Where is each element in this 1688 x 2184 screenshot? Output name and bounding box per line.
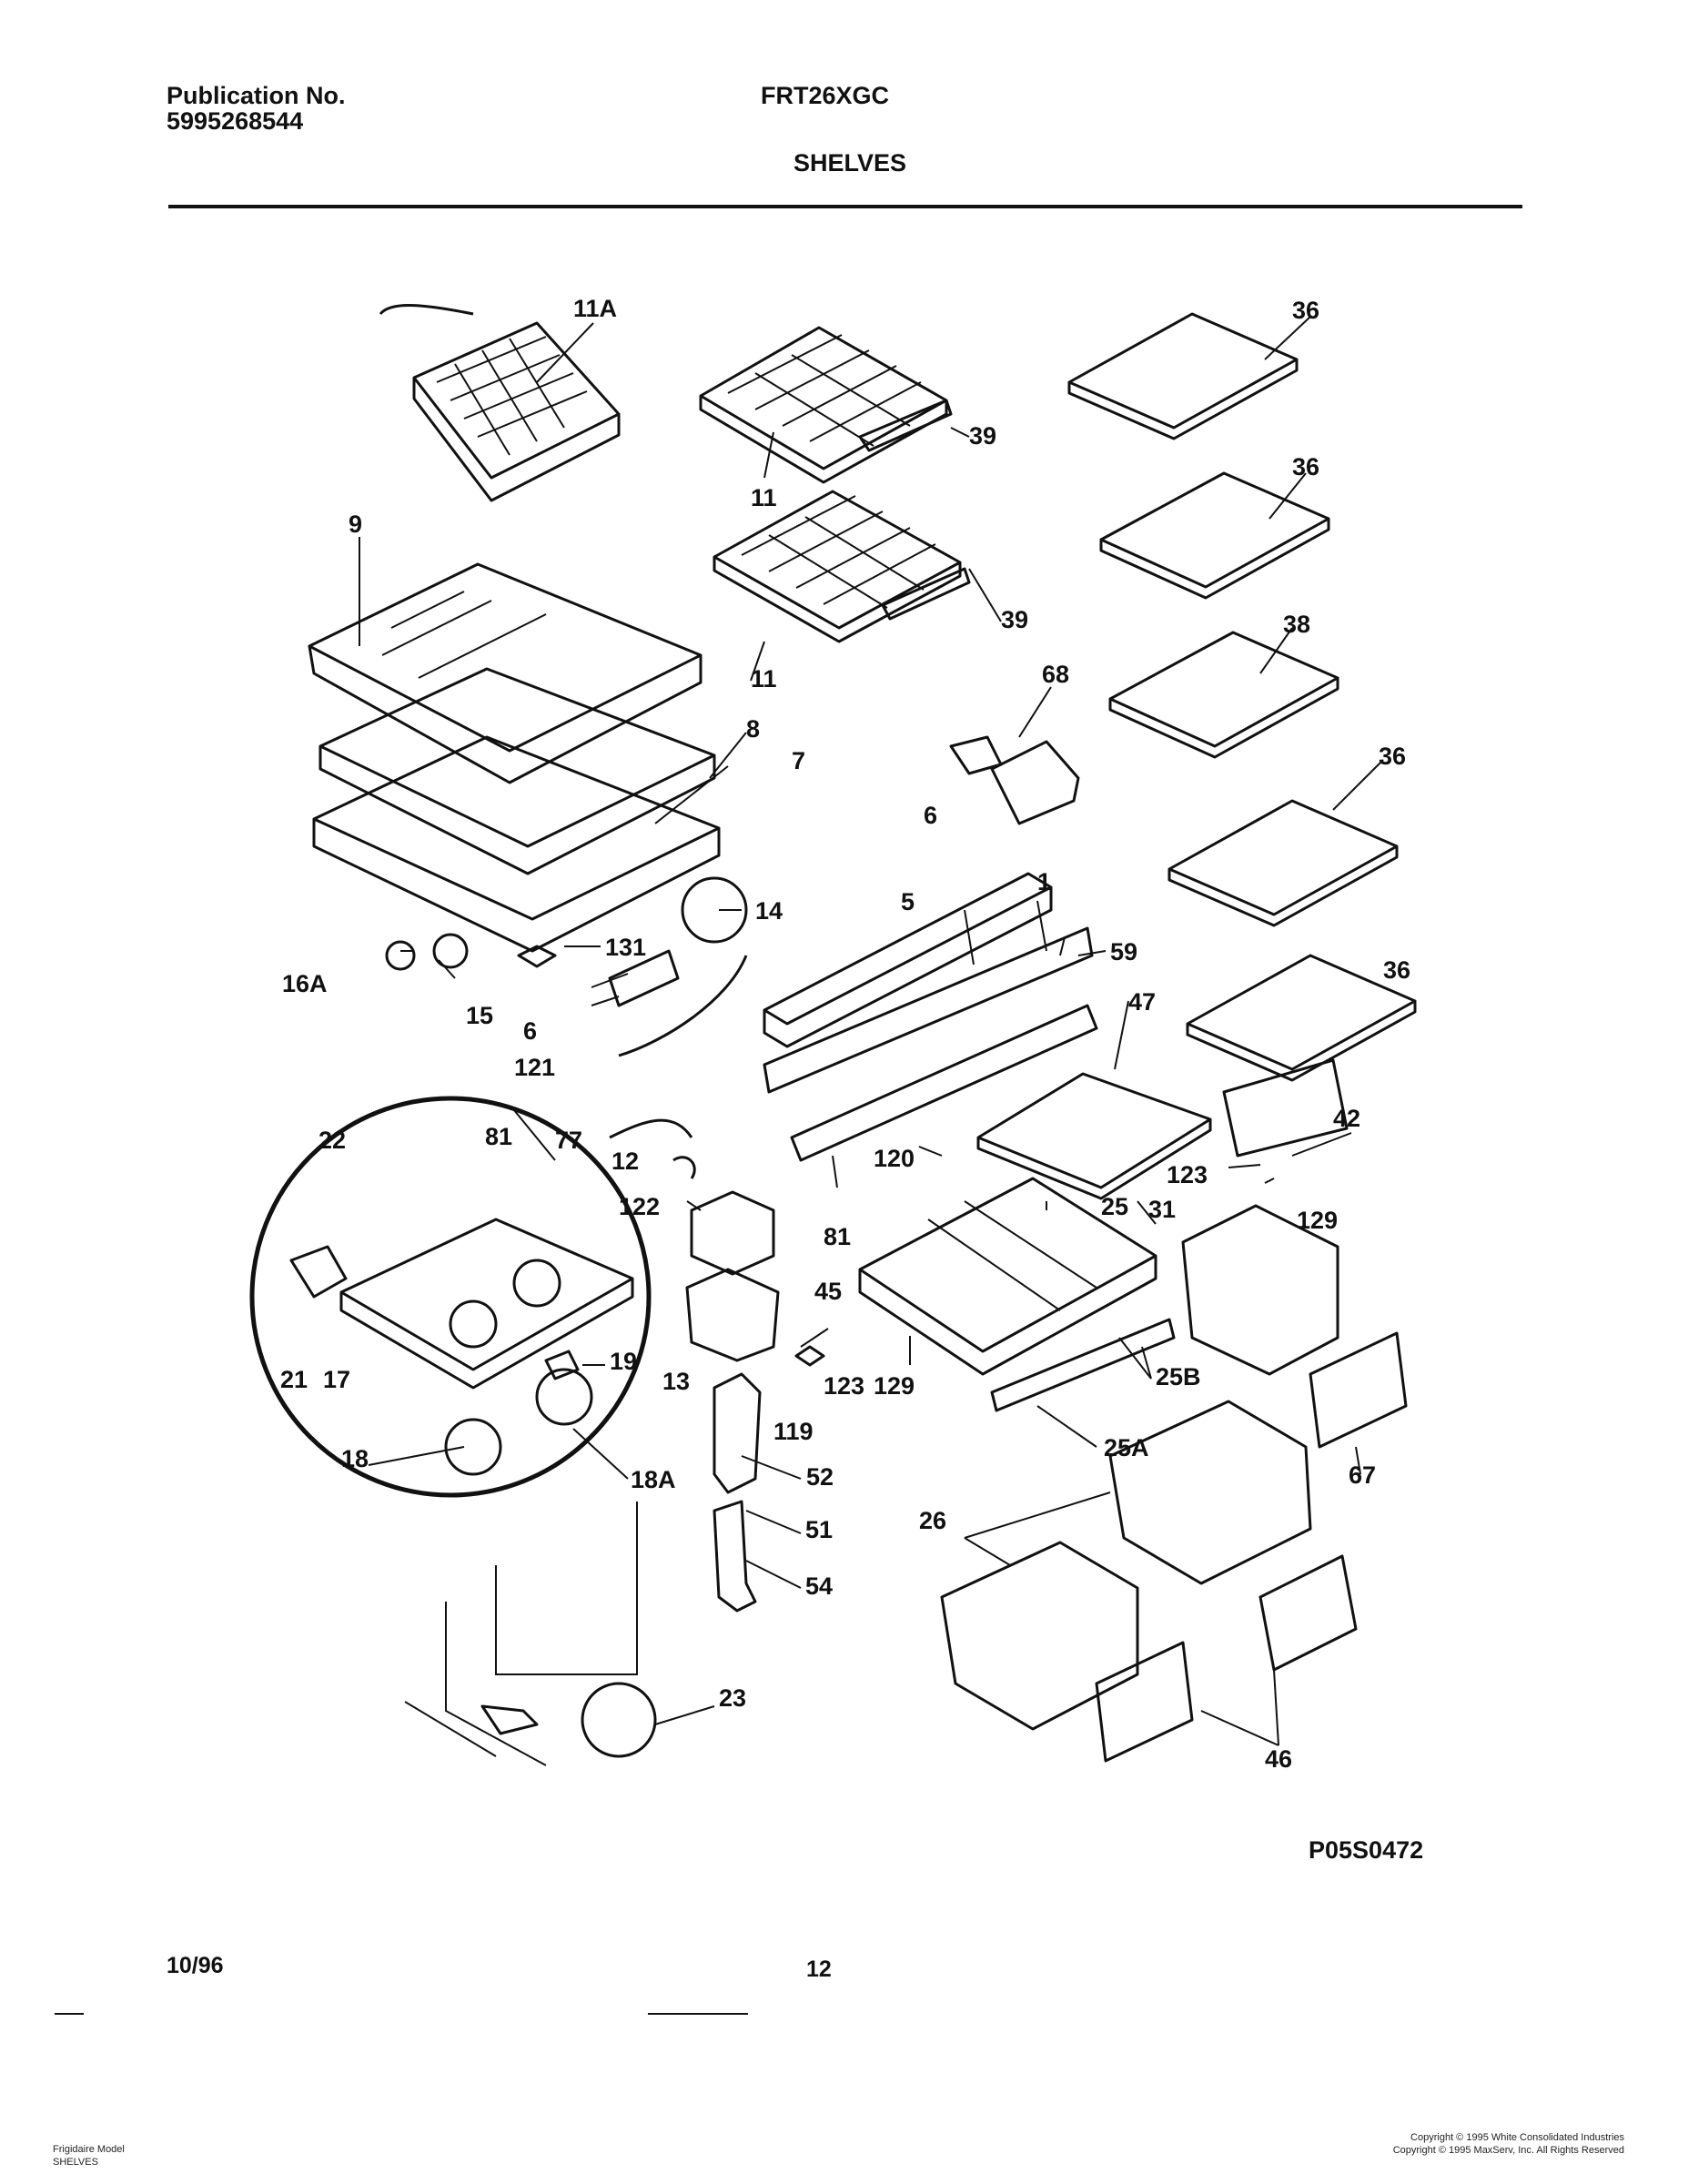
callout-11: 11 [751,665,777,693]
footer-dash-left [55,2013,84,2015]
callout-81: 81 [824,1223,851,1250]
callout-25a: 25A [1104,1434,1149,1461]
publication-label: Publication No. [167,82,346,109]
model-number: FRT26XGC [761,82,890,109]
copyright-line: Copyright © 1995 MaxServ, Inc. All Right… [1392,2144,1624,2156]
callout-77: 77 [555,1127,582,1154]
callout-25: 25 [1101,1193,1128,1220]
section-title: SHELVES [793,149,907,177]
part-meat-keeper [858,1177,1176,1412]
callout-16a: 16A [282,970,328,997]
callout-18a: 18A [631,1466,676,1493]
publication-number: 5995268544 [167,107,304,135]
part-glass-shelves-36 [1067,312,1417,1082]
callout-23: 23 [719,1684,746,1712]
callout-5: 5 [901,888,915,915]
callout-129: 129 [874,1372,915,1400]
callout-123: 123 [1167,1161,1208,1188]
part-ice-dispenser [685,1190,825,1613]
callout-129: 129 [1297,1207,1338,1234]
callout-59: 59 [1110,938,1137,966]
callout-122: 122 [619,1193,660,1220]
callout-36: 36 [1383,956,1410,984]
callout-6: 6 [523,1017,537,1045]
callout-18: 18 [341,1445,369,1472]
callout-52: 52 [806,1463,834,1491]
callout-36: 36 [1292,453,1319,480]
callout-labels: 11A 36 39 11 36 9 39 11 38 68 8 36 7 6 1… [280,295,1423,1864]
callout-36: 36 [1292,297,1319,324]
part-wire-shelf-upper [699,326,953,484]
callout-7: 7 [792,747,805,774]
callout-36: 36 [1379,743,1406,770]
callout-31: 31 [1148,1196,1176,1223]
callout-47: 47 [1128,988,1156,1016]
callout-26: 26 [919,1507,946,1534]
callout-11a: 11A [573,295,617,322]
callout-14: 14 [755,897,783,925]
callout-25b: 25B [1156,1363,1201,1390]
callout-51: 51 [805,1516,833,1543]
callout-39: 39 [1001,606,1028,633]
part-crisper-cover [976,1058,1349,1200]
part-cabinet-and-hinge [404,1502,657,1766]
callout-68: 68 [1042,661,1069,688]
callout-13: 13 [662,1368,690,1395]
footer-note-line: SHELVES [53,2156,98,2168]
leader-lines-lower [368,1337,1361,1746]
callout-1: 1 [1037,868,1051,895]
callout-6: 6 [924,802,937,829]
callout-39: 39 [969,422,996,450]
callout-12: 12 [612,1148,639,1175]
part-detail-circle [249,1096,652,1498]
callout-123: 123 [824,1372,864,1400]
callout-131: 131 [605,934,646,961]
footer-note-left: Frigidaire Model SHELVES [53,2144,125,2169]
callout-11: 11 [751,484,777,511]
copyright-line: Copyright © 1995 White Consolidated Indu… [1410,2132,1624,2143]
copyright-notice: Copyright © 1995 White Consolidated Indu… [1393,2132,1624,2158]
part-drawers [940,1204,1408,1763]
callout-17: 17 [323,1366,350,1393]
callout-121: 121 [514,1054,555,1081]
callout-67: 67 [1349,1461,1376,1489]
part-ice-tray [379,304,621,502]
callout-120: 120 [874,1145,915,1172]
callout-46: 46 [1265,1745,1292,1773]
callout-22: 22 [318,1127,346,1154]
callout-42: 42 [1333,1105,1360,1132]
part-wire-shelf-lower [713,490,971,643]
part-cover-assembly [308,562,721,953]
callout-8: 8 [746,715,760,743]
footer-note-line: Frigidaire Model [53,2144,125,2155]
revision-date: 10/96 [167,1953,224,1978]
callout-54: 54 [805,1572,833,1600]
header-rule [168,205,1522,208]
figure-id: P05S0472 [1309,1836,1423,1864]
part-control-panel [763,735,1098,1162]
callout-15: 15 [466,1002,493,1029]
callout-19: 19 [610,1348,637,1375]
page-number: 12 [806,1956,832,1982]
callout-119: 119 [773,1418,814,1445]
callout-21: 21 [280,1366,308,1393]
leader-lines [359,316,1384,1365]
callout-38: 38 [1283,611,1310,638]
callout-9: 9 [349,511,362,538]
part-small-components-left [385,876,748,1179]
footer-dash-center [648,2013,748,2015]
callout-45: 45 [814,1278,842,1305]
callout-81: 81 [485,1123,512,1150]
